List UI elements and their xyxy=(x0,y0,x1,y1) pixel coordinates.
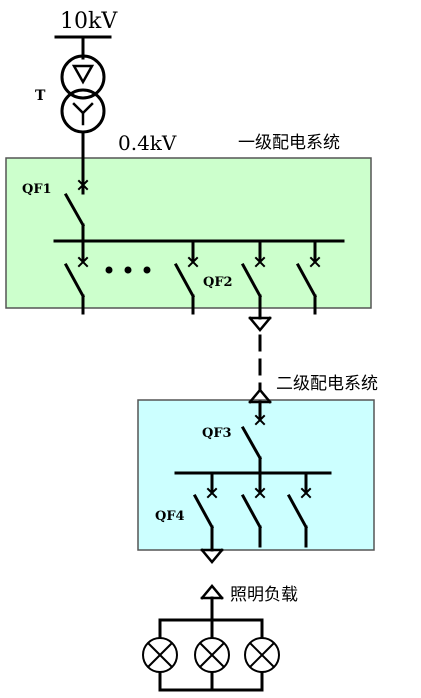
plug-connector-icon xyxy=(248,316,272,332)
qf2-label: QF2 xyxy=(203,275,233,290)
level2-feeder-3 xyxy=(286,471,312,548)
level2-feeder-qf4 xyxy=(192,471,218,552)
transformer-icon xyxy=(60,54,106,134)
secondary-voltage-label: 0.4kV xyxy=(118,131,177,155)
load-plug-icon xyxy=(200,548,224,564)
level2-title: 二级配电系统 xyxy=(276,374,378,394)
level1-feeder-qf2 xyxy=(240,239,266,320)
level1-distribution-panel xyxy=(5,157,372,309)
lamp-icon xyxy=(244,637,280,673)
qf3-breaker-icon xyxy=(240,414,266,475)
level2-feeder-2 xyxy=(240,471,266,548)
ellipsis-dots xyxy=(105,266,151,274)
supply-voltage-label: 10kV xyxy=(60,9,118,34)
qf4-label: QF4 xyxy=(155,509,185,524)
level2-distribution-panel xyxy=(137,399,375,551)
qf1-breaker-icon xyxy=(63,179,89,243)
lamp-icon xyxy=(142,637,178,673)
level1-title: 一级配电系统 xyxy=(238,133,340,153)
load-socket-icon xyxy=(200,584,224,600)
load-title: 照明负载 xyxy=(230,585,298,605)
qf3-label: QF3 xyxy=(202,426,232,441)
level1-feeder-2 xyxy=(173,239,199,315)
qf1-label: QF1 xyxy=(22,182,52,197)
lamp-icon xyxy=(194,637,230,673)
transformer-label: T xyxy=(35,88,46,104)
level1-feeder-1 xyxy=(63,239,89,315)
level1-feeder-4 xyxy=(295,239,321,315)
